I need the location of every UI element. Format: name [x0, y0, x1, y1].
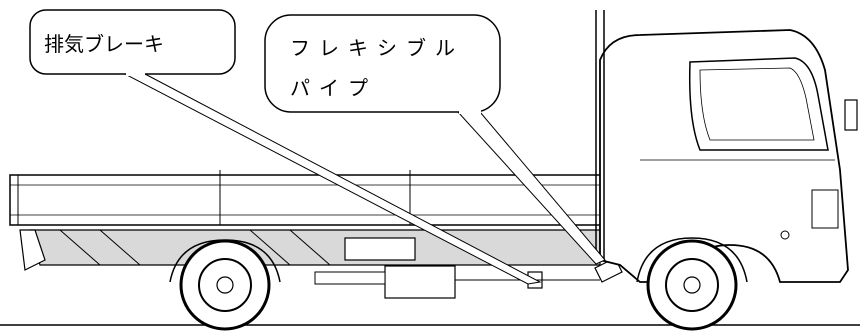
cargo-bed-side: [9, 174, 611, 226]
chassis-brace: [249, 229, 291, 266]
front-wheel: [636, 237, 748, 331]
callout-exhaust-brake-joint: [126, 70, 145, 76]
cab-window: [688, 57, 829, 151]
front-wheel-arch: [636, 237, 748, 283]
fuel-tank: [344, 237, 416, 261]
cab-window-inner: [699, 67, 815, 141]
callout-flexible-pipe-line2: パイプ: [290, 76, 377, 100]
callout-exhaust-brake: 排気ブレーキ: [29, 9, 542, 285]
chassis: [19, 229, 623, 299]
chassis-brace: [99, 229, 141, 266]
cab-lamp: [780, 230, 790, 240]
rear-wheel: [169, 239, 281, 331]
chassis-brace: [59, 229, 101, 266]
callout-flexible-pipe-bubble: [264, 14, 501, 113]
exhaust-tailpipe: [314, 271, 386, 285]
rear-hub: [216, 276, 234, 294]
rear-underrun: [19, 229, 46, 271]
callout-flexible-pipe: フレキシブル パイプ: [264, 14, 606, 265]
callout-flexible-pipe-line1: フレキシブル: [290, 36, 464, 60]
front-hub: [683, 276, 701, 294]
callout-exhaust-brake-label: 排気ブレーキ: [44, 32, 164, 56]
cab: [595, 10, 858, 283]
callout-flexible-pipe-joint: [459, 108, 481, 114]
muffler: [384, 265, 456, 299]
chassis-brace: [289, 229, 331, 266]
side-mirror: [844, 99, 858, 131]
chassis-frame: [29, 229, 601, 266]
headlight: [811, 189, 839, 229]
